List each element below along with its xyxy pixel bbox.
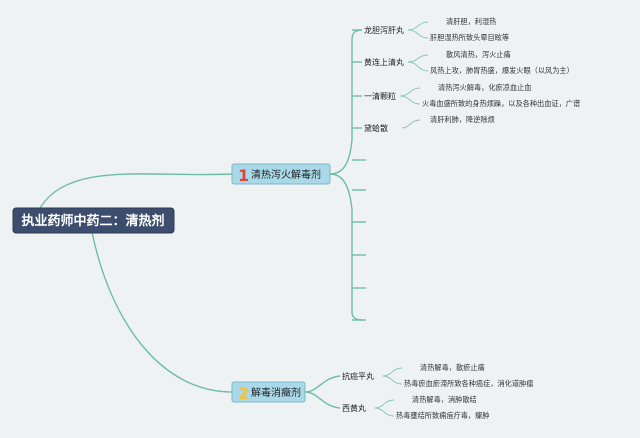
- leaf-2: 肝胆湿热所致头晕目眩等: [430, 33, 509, 42]
- node-1[interactable]: 龙胆泻肝丸: [364, 25, 404, 35]
- root-node-box[interactable]: [12, 207, 175, 234]
- cat1-spine-lower: [329, 173, 363, 321]
- cat2-to-node-5: [304, 375, 341, 393]
- node-6[interactable]: 西黄丸: [342, 403, 366, 413]
- cat2-to-node-6: [304, 391, 341, 409]
- leaf-3: 散风清热，泻火止痛: [446, 50, 511, 59]
- leaf-line-7: [401, 119, 421, 129]
- root-node-label: 执业药师中药二：清热剂: [21, 213, 164, 229]
- branch-root-to-cat2: [91, 231, 233, 393]
- category-number-2: 2: [238, 384, 249, 403]
- leaf-line-1: [407, 21, 429, 31]
- category-number-1: 1: [238, 166, 249, 185]
- leaf-line-5: [399, 87, 421, 97]
- node-5[interactable]: 抗癌平丸: [342, 371, 374, 381]
- category-box-2[interactable]: [231, 381, 306, 403]
- leaf-4: 风热上攻，肺胃热盛，爆发火眼（以风为主）: [430, 66, 574, 75]
- node-4[interactable]: 黛蛤散: [364, 123, 388, 133]
- leaf-line-8: [382, 367, 403, 377]
- leaf-7: 清肝利肺，降逆除烦: [430, 115, 495, 124]
- leaf-9: 热毒瘀血瘀滞所致各种癌症，消化道肿瘤: [404, 379, 533, 388]
- category-label-2: 解毒消癥剂: [251, 386, 301, 399]
- leaf-1: 清肝胆，利湿热: [446, 17, 496, 26]
- cat1-spine: [329, 29, 363, 175]
- leaf-line-2: [407, 29, 429, 39]
- leaf-line-3: [407, 54, 429, 63]
- node-3[interactable]: 一清颗粒: [364, 91, 396, 101]
- leaf-8: 清热解毒，散瘀止痛: [420, 363, 485, 372]
- leaf-line-10: [374, 399, 395, 409]
- leaf-line-6: [399, 95, 421, 105]
- leaf-11: 热毒壅结所致痈疽疔毒，瘰肿: [396, 411, 489, 420]
- leaf-6: 火毒血盛所致的身热烦躁，以及各种出血证，广谱: [422, 99, 580, 108]
- leaf-5: 清热泻火解毒，化瘀凉血止血: [438, 83, 531, 92]
- branch-root-to-cat1: [39, 173, 233, 209]
- leaf-10: 清热解毒，消肿散结: [412, 395, 477, 404]
- node-2[interactable]: 黄连上清丸: [364, 57, 404, 67]
- category-label-1: 清热泻火解毒剂: [251, 168, 321, 181]
- leaf-line-4: [407, 61, 429, 72]
- leaf-line-9: [382, 375, 403, 385]
- leaf-line-11: [374, 407, 395, 417]
- category-box-1[interactable]: [231, 163, 331, 185]
